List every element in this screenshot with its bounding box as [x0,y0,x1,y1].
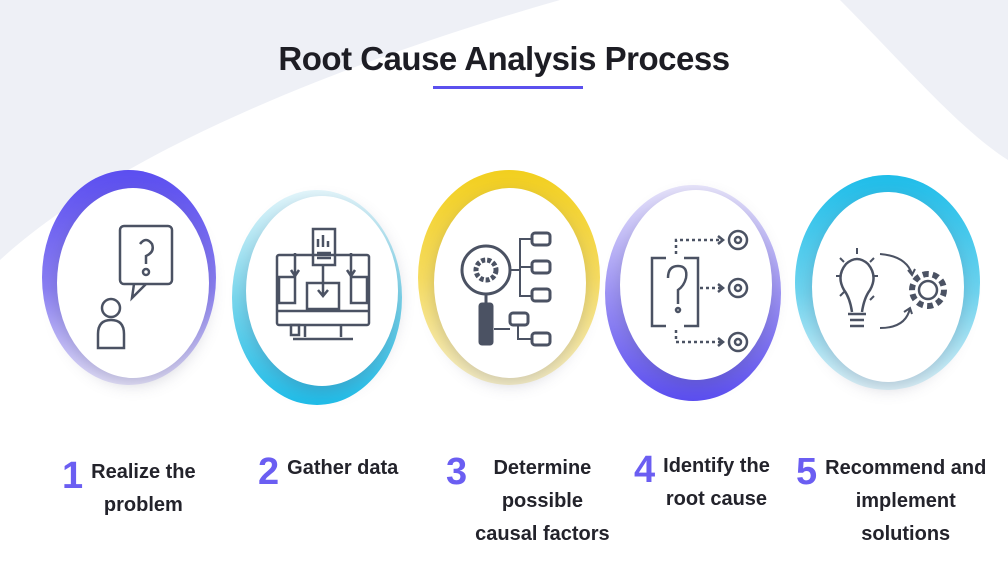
step-number: 1 [62,455,84,497]
step-5-circle [812,192,964,382]
magnifier-gear-icon [460,231,552,347]
title-underline [433,86,583,89]
bulb-gear-icon [836,248,947,329]
step-3-label: 3 Determine possible causal factors [446,452,610,551]
page-title: Root Cause Analysis Process [278,40,730,77]
step-4-label: 4 Identify the root cause [634,450,770,516]
step-1-label: 1 Realize the problem [62,456,196,522]
step-2-label: 2 Gather data [258,452,398,492]
person-question-icon [96,224,174,350]
label-line: Identify the [663,455,770,477]
step-number: 3 [446,451,468,493]
step-5-label: 5 Recommend and implement solutions [796,452,986,551]
label-line: Recommend and [825,457,987,479]
step-number: 5 [796,451,818,493]
label-line: implement [855,490,956,512]
step-number: 2 [258,451,280,493]
label-line: Gather data [287,457,399,479]
label-line: Determine [493,457,592,479]
question-targets-icon [650,229,749,353]
label-line: solutions [861,523,951,545]
computer-data-icon [275,227,371,341]
label-line: Realize the [91,461,196,483]
label-line: possible [501,490,583,512]
step-3-circle [434,188,586,378]
label-line: root cause [665,488,768,510]
step-number: 4 [634,449,656,491]
label-line: causal factors [475,523,610,545]
label-line: problem [103,494,183,516]
